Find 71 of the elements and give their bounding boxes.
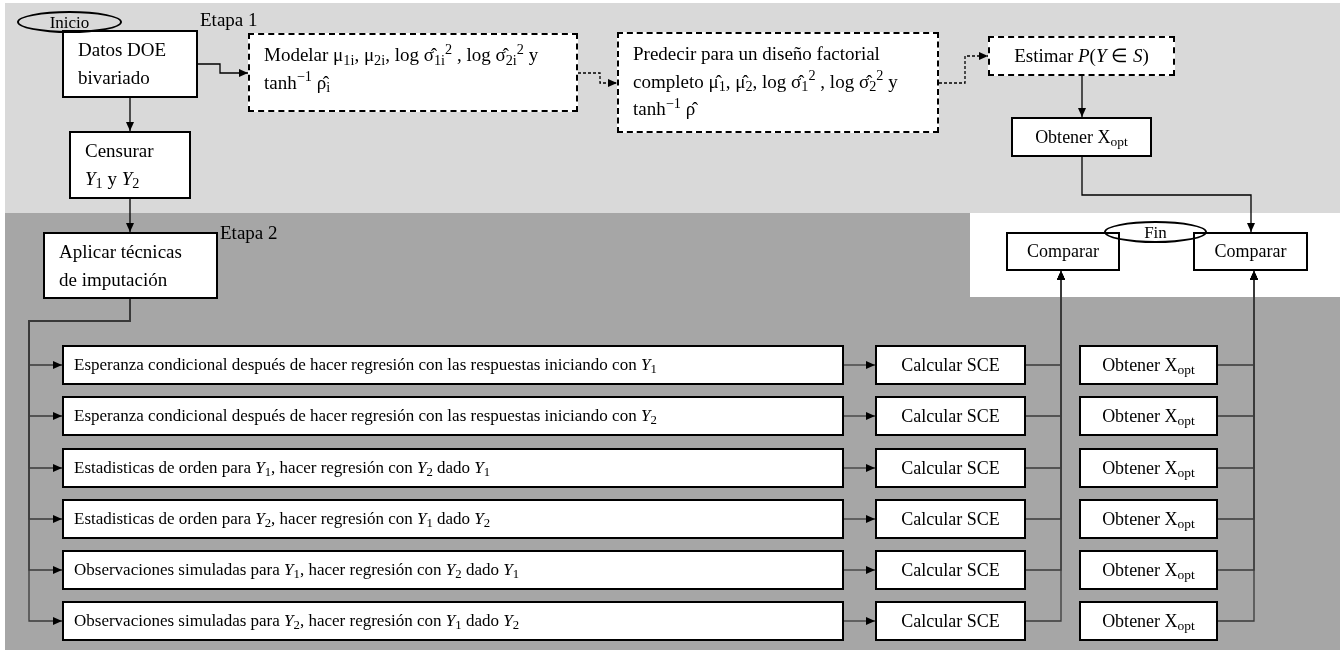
node-text: Obtener X$_{opt}$	[1035, 125, 1128, 151]
arrow	[843, 412, 876, 420]
process-box	[875, 550, 1026, 590]
node-text: Censurar Y$_{1}$ y Y$_{2}$	[85, 140, 154, 189]
process-box	[875, 396, 1026, 436]
node-text: Obtener X$_{opt}$	[1102, 609, 1195, 635]
node-text: Fin	[1144, 223, 1167, 241]
process-box	[43, 232, 218, 299]
stage-band	[5, 213, 1340, 650]
process-box	[1079, 499, 1218, 539]
node-text: Obtener X$_{opt}$	[1102, 404, 1195, 430]
node-text: Inicio	[49, 13, 90, 31]
arrow	[126, 97, 134, 132]
arrow	[843, 515, 876, 523]
process-box	[69, 131, 191, 199]
process-box	[62, 499, 844, 539]
process-box	[875, 345, 1026, 385]
node-text: Observaciones simuladas para Y$_{2}$, hacer regresión con Y$_{1}$ dado Y$_{2}$	[74, 610, 519, 634]
node-text: Calcular SCE	[901, 404, 1000, 428]
node-text: Comparar	[1027, 240, 1099, 263]
process-box	[875, 499, 1026, 539]
node-text: Esperanza condicional después de hacer regresión con las respuestas iniciando con Y$_{2}$	[74, 405, 657, 429]
node-text: Calcular SCE	[901, 507, 1000, 531]
process-box	[62, 396, 844, 436]
process-box	[62, 30, 198, 98]
process-box	[62, 345, 844, 385]
process-box	[1079, 550, 1218, 590]
node-text: Predecir para un diseño factorial completo μ̂$_{1}$, μ̂$_{2}$, log σ̂$_{1}$$^{2}$ , log σ̂$_{2}$$^{2}$ y tanh$^{−1}$ ρ̂	[633, 43, 898, 120]
arrow	[197, 63, 249, 77]
node-text: Comparar	[1214, 240, 1287, 263]
process-box	[988, 36, 1175, 76]
process-box	[62, 550, 844, 590]
process-box	[248, 33, 578, 112]
node-text: Calcular SCE	[901, 558, 1000, 582]
arrow	[843, 566, 876, 574]
node-text: Obtener X$_{opt}$	[1102, 353, 1195, 379]
stage-label: Etapa 1	[200, 10, 258, 29]
node-text: Obtener X$_{opt}$	[1102, 507, 1195, 533]
node-text: Observaciones simuladas para Y$_{1}$, hacer regresión con Y$_{2}$ dado Y$_{1}$	[74, 559, 519, 583]
arrow	[843, 361, 876, 369]
arrow	[126, 198, 134, 233]
node-text: Estadisticas de orden para Y$_{1}$, hacer regresión con Y$_{2}$ dado Y$_{1}$	[74, 457, 491, 481]
process-box	[1079, 396, 1218, 436]
node-text: Calcular SCE	[901, 353, 1000, 377]
stage-label: Etapa 2	[220, 223, 278, 242]
process-box	[875, 448, 1026, 488]
process-box	[1079, 601, 1218, 641]
node-text: Obtener X$_{opt}$	[1102, 558, 1195, 584]
arrow	[1078, 75, 1086, 118]
node-text: Datos DOE bivariado	[78, 39, 167, 88]
node-text: Calcular SCE	[901, 456, 1000, 480]
node-text: Calcular SCE	[901, 609, 1000, 633]
process-box	[1079, 448, 1218, 488]
arrow	[577, 72, 618, 87]
arrow	[843, 464, 876, 472]
process-box	[875, 601, 1026, 641]
process-box	[62, 601, 844, 641]
node-text: Esperanza condicional después de hacer regresión con las respuestas iniciando con Y$_{1}$	[74, 354, 657, 378]
node-text: Estadisticas de orden para Y$_{2}$, hacer regresión con Y$_{1}$ dado Y$_{2}$	[74, 508, 491, 532]
arrow	[938, 52, 989, 84]
node-text: Estimar P(Y ∈ S)	[1014, 43, 1149, 68]
process-box	[617, 32, 939, 133]
process-box	[1079, 345, 1218, 385]
node-text: Aplicar técnicas de imputación	[59, 241, 182, 290]
node-text: Modelar μ$_{1i}$, μ$_{2i}$, log σ̂$_{1i}$$^{2}$ , log σ̂$_{2i}$$^{2}$ y tanh$^{−1}$ ρ̂$_{i}$	[264, 44, 539, 93]
process-box	[62, 448, 844, 488]
process-box	[1011, 117, 1152, 157]
stage-band	[5, 3, 1340, 213]
arrow	[843, 617, 876, 625]
arrow	[1081, 156, 1255, 233]
node-text: Obtener X$_{opt}$	[1102, 456, 1195, 482]
